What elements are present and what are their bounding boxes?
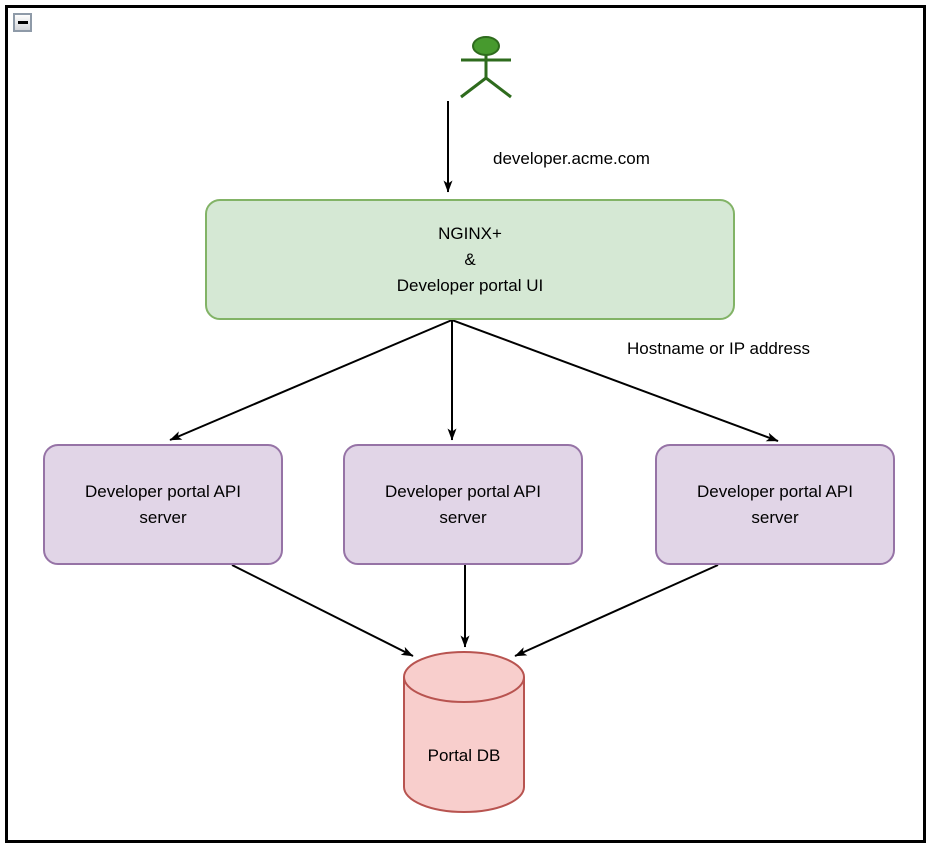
- collapse-button[interactable]: [13, 13, 32, 32]
- edge-frontend-to-api-3[interactable]: [451, 319, 779, 442]
- node-label: NGINX+ & Developer portal UI: [396, 223, 544, 295]
- node-label: Developer portal API server: [697, 481, 853, 527]
- minus-icon: [17, 21, 28, 24]
- actor-user[interactable]: [460, 36, 512, 99]
- node-api-server-1[interactable]: Developer portal API server: [43, 444, 283, 565]
- edge-api-1-to-db[interactable]: [231, 564, 414, 657]
- actor-leg-right: [485, 76, 512, 99]
- db-label: Portal DB: [427, 746, 501, 765]
- node-api-server-2[interactable]: Developer portal API server: [343, 444, 583, 565]
- node-nginx-developer-portal-ui[interactable]: NGINX+ & Developer portal UI: [205, 199, 735, 320]
- node-label: Developer portal API server: [385, 481, 541, 527]
- node-label: Developer portal API server: [85, 481, 241, 527]
- edge-api-3-to-db[interactable]: [514, 564, 719, 657]
- edge-label-developer-acme-com: developer.acme.com: [493, 149, 650, 168]
- actor-head: [472, 36, 500, 56]
- node-portal-db[interactable]: [403, 651, 525, 813]
- edge-frontend-to-api-1[interactable]: [169, 319, 453, 441]
- db-cylinder-rim: [403, 676, 525, 703]
- edge-label-hostname-or-ip: Hostname or IP address: [627, 339, 810, 358]
- db-cylinder-body: [403, 651, 525, 813]
- node-api-server-3[interactable]: Developer portal API server: [655, 444, 895, 565]
- actor-leg-left: [460, 76, 487, 99]
